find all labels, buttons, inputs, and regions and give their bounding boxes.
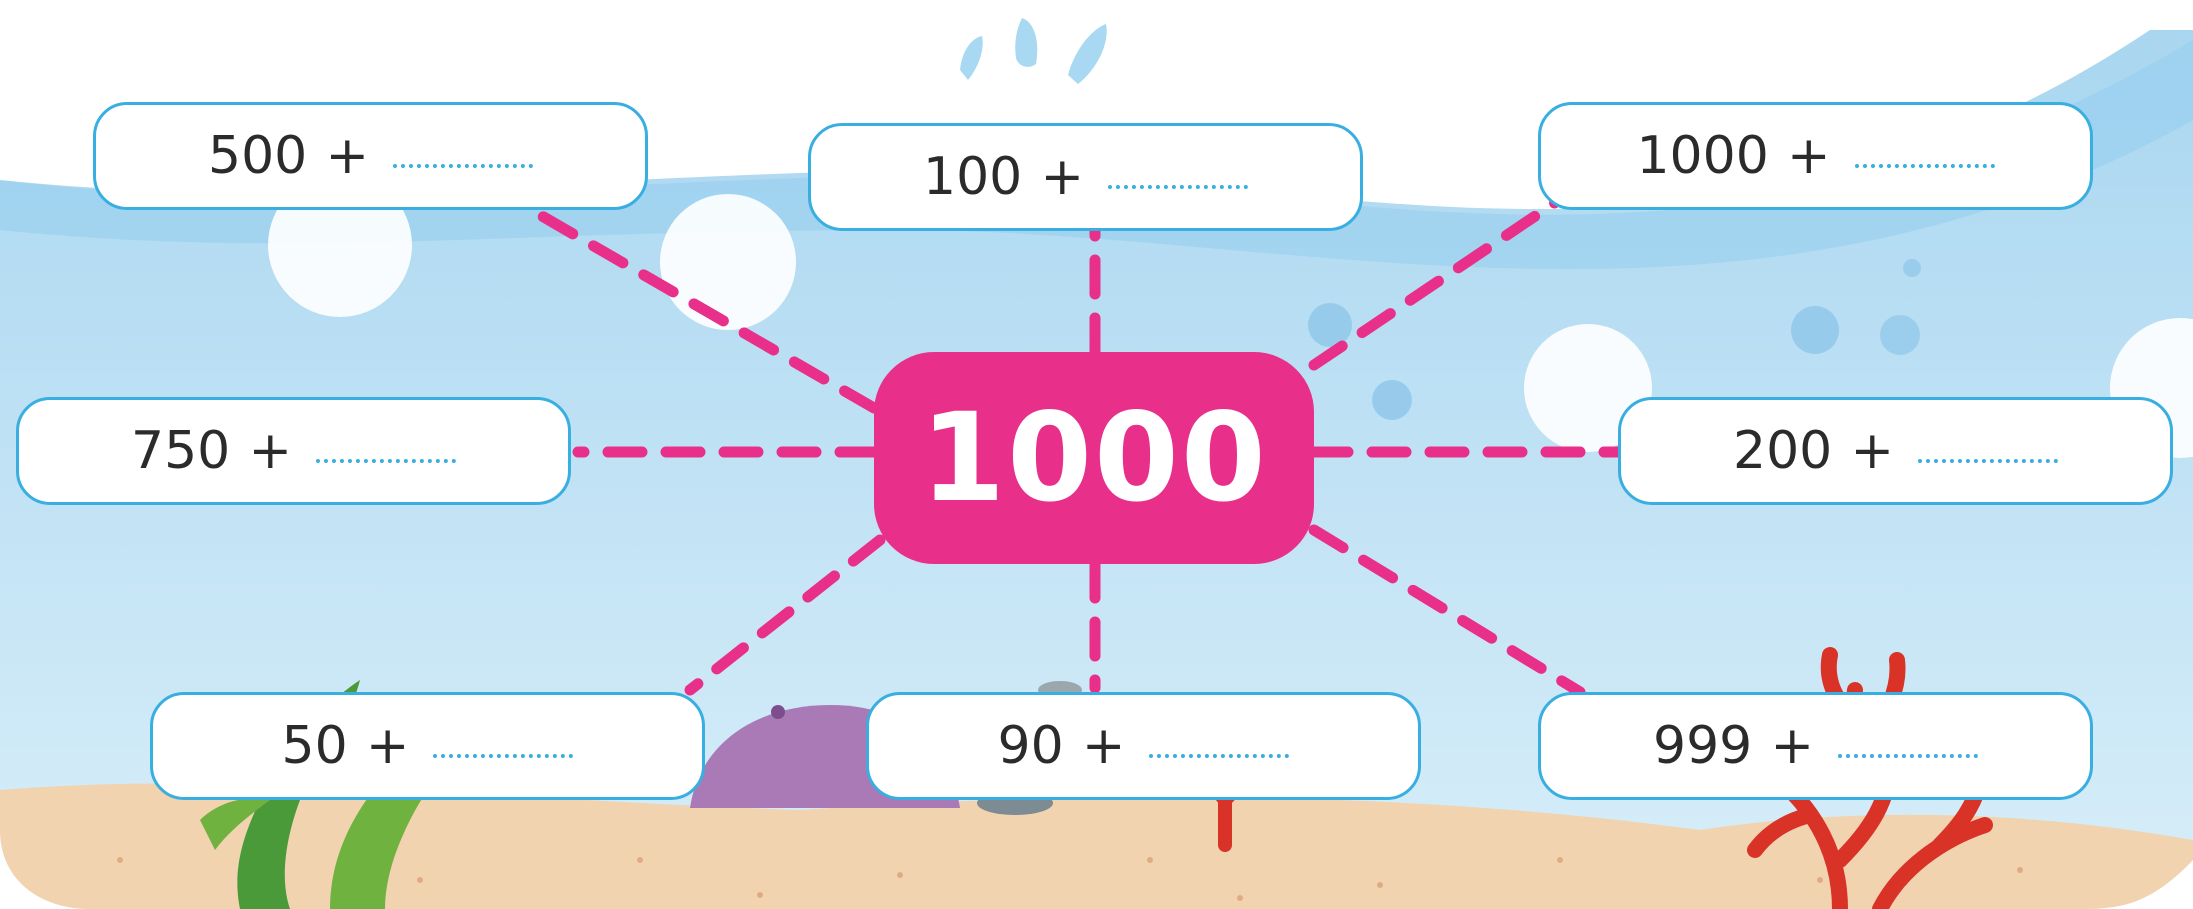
addend: 1000 [1636,126,1768,186]
answer-blank[interactable] [1855,164,1995,168]
splash-drops [960,18,1107,84]
equation-box-200: 200 + [1618,397,2173,505]
target-number: 1000 [874,352,1314,564]
answer-blank[interactable] [1108,185,1248,189]
addend: 100 [923,147,1022,207]
plus-sign: + [1082,716,1126,776]
addend: 999 [1653,716,1752,776]
equation-box-999: 999 + [1538,692,2093,800]
plus-sign: + [1040,147,1084,207]
plus-sign: + [366,716,410,776]
plus-sign: + [248,421,292,481]
plus-sign: + [325,126,369,186]
answer-blank[interactable] [393,164,533,168]
target-number-text: 1000 [920,387,1268,529]
answer-blank[interactable] [1838,754,1978,758]
equation-box-500: 500 + [93,102,648,210]
addend: 200 [1733,421,1832,481]
plus-sign: + [1850,421,1894,481]
addend: 750 [131,421,230,481]
answer-blank[interactable] [316,459,456,463]
addend: 500 [208,126,307,186]
addend: 90 [998,716,1064,776]
equation-box-50: 50 + [150,692,705,800]
answer-blank[interactable] [1149,754,1289,758]
addend: 50 [282,716,348,776]
plus-sign: + [1787,126,1831,186]
answer-blank[interactable] [1918,459,2058,463]
plus-sign: + [1770,716,1814,776]
equation-box-90: 90 + [866,692,1421,800]
equation-box-750: 750 + [16,397,571,505]
answer-blank[interactable] [433,754,573,758]
equation-box-100: 100 + [808,123,1363,231]
equation-box-1000: 1000 + [1538,102,2093,210]
